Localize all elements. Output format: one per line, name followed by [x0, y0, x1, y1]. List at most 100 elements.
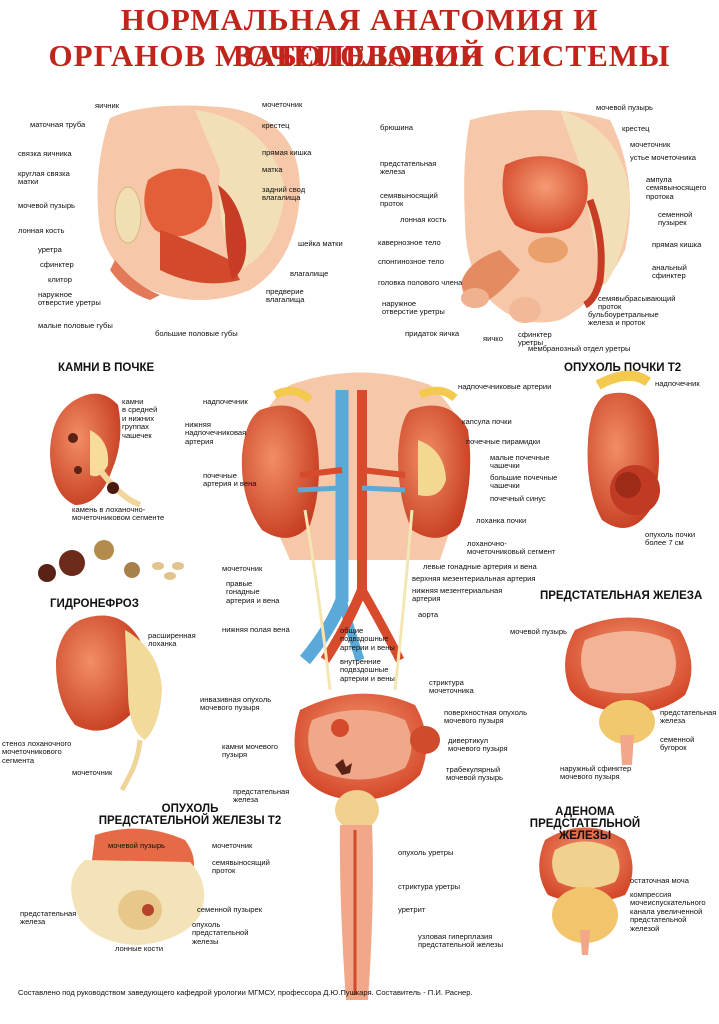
label-female-11: малые половые губы [38, 321, 113, 330]
central-kidneys-vessels-illustration [241, 372, 471, 691]
section-title-adenoma-line2: ПРЕДСТАТЕЛЬНОЙ ЖЕЛЕЗЫ [529, 818, 641, 842]
label-male-10: яичко [483, 334, 503, 343]
label-center-left-6: нижняя полая вена [222, 625, 290, 634]
section-title-kidney-tumor: ОПУХОЛЬ ПОЧКИ Т2 [564, 362, 682, 374]
label-center-left-1: надпочечник [203, 397, 248, 406]
section-title-prostate: ПРЕДСТАТЕЛЬНАЯ ЖЕЛЕЗА [540, 590, 703, 602]
label-female-16: матка [262, 165, 283, 174]
label-male-22: мочевой пузырь [596, 103, 654, 112]
label-female-15: прямая кишка [262, 148, 312, 157]
label-center-right-20: стриктура уретры [398, 882, 461, 891]
label-center-left-4: мочеточник [222, 564, 263, 573]
label-male-9: придаток яичка [405, 329, 460, 338]
bladder-urethra-illustration [294, 693, 440, 1000]
label-male-21: крестец [622, 124, 650, 133]
kidney-stones-illustration [38, 393, 184, 582]
label-male-4: лонная кость [400, 215, 447, 224]
poster-title-line1: НОРМАЛЬНАЯ АНАТОМИЯ И ЗАБОЛЕВАНИЯ [120, 2, 599, 73]
label-female-3: связка яичника [18, 149, 72, 158]
label-tumor-prostate-7: лонные кости [115, 944, 164, 953]
label-center-right-3: почечные пирамидки [466, 437, 541, 446]
prostate-tumor-illustration [71, 828, 205, 945]
section-title-adenoma: АДЕНОМА ПРЕДСТАТЕЛЬНОЙ ЖЕЛЕЗЫ [505, 806, 665, 842]
label-male-7: головка полового члена [378, 278, 463, 287]
label-female-13: мочеточник [262, 100, 303, 109]
label-female-12: большие половые губы [155, 329, 238, 338]
label-male-12: мембранозный отдел уретры [528, 344, 631, 353]
section-title-hydronephrosis: ГИДРОНЕФРОЗ [50, 598, 139, 610]
label-male-1: брюшина [380, 123, 414, 132]
label-female-14: крестец [262, 121, 290, 130]
label-female-6: лонная кость [18, 226, 65, 235]
label-center-right-7: лоханка почки [476, 516, 527, 525]
prostate-illustration [565, 617, 692, 765]
label-male-6: спонгинозное тело [378, 257, 445, 266]
hydronephrosis-illustration [55, 615, 162, 792]
label-male-19: устье мочеточника [630, 153, 697, 162]
footer-credits: Составлено под руководством заведующего … [18, 988, 473, 997]
label-prostate-1: мочевой пузырь [510, 627, 568, 636]
label-hydro-3: мочеточник [72, 768, 113, 777]
kidney-tumor-illustration [587, 370, 660, 528]
section-title-prostate-tumor-line1: ОПУХОЛЬ [161, 803, 219, 815]
label-center-right-19: опухоль уретры [398, 848, 454, 857]
label-female-1: яичник [95, 101, 120, 110]
label-center-right-6: почечный синус [490, 494, 546, 503]
label-female-7: уретра [38, 245, 62, 254]
label-center-right-2: капсула почки [462, 417, 512, 426]
label-tumor-prostate-4: семенной пузырек [197, 905, 263, 914]
label-female-19: влагалище [290, 269, 329, 278]
label-center-right-21: уретрит [398, 905, 426, 914]
section-title-prostate-tumor: ОПУХОЛЬ ПРЕДСТАТЕЛЬНОЙ ЖЕЛЕЗЫ Т2 [90, 803, 290, 827]
section-title-prostate-tumor-line2: ПРЕДСТАТЕЛЬНОЙ ЖЕЛЕЗЫ Т2 [98, 815, 282, 827]
poster-title-line2: ОРГАНОВ МОЧЕПОЛОВОЙ СИСТЕМЫ [48, 38, 671, 73]
label-female-8: сфинктер [40, 260, 74, 269]
label-tumor-kidney-1: надпочечник [655, 379, 700, 388]
label-adenoma-1: остаточная моча [630, 876, 689, 885]
male-pelvis-illustration [461, 110, 630, 323]
label-female-18: шейка матки [298, 239, 343, 248]
label-male-20: мочеточник [630, 140, 671, 149]
section-title-kidney-stones: КАМНИ В ПОЧКЕ [58, 362, 155, 374]
label-male-16: прямая кишка [652, 240, 702, 249]
label-tumor-prostate-2: мочеточник [212, 841, 253, 850]
label-stones-2: камень в лоханочно-мочеточниковом сегмен… [72, 505, 165, 523]
label-female-5: мочевой пузырь [18, 201, 76, 210]
